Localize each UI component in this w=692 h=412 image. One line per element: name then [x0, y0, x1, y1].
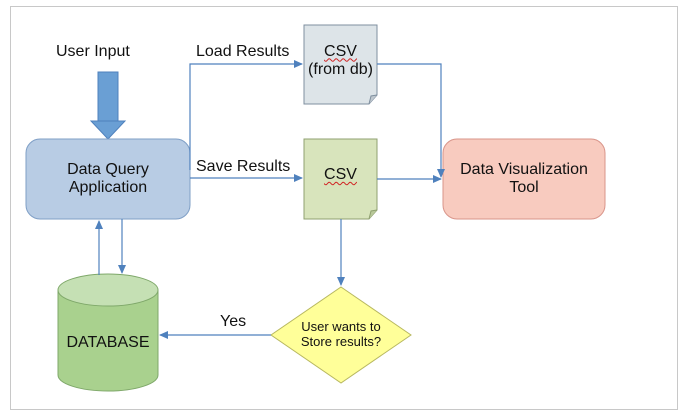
database-label: DATABASE [66, 333, 150, 351]
database-cylinder [57, 273, 159, 392]
user-input-arrow [89, 71, 127, 140]
diagram-frame [10, 6, 678, 410]
decision-line2: Store results? [300, 334, 382, 349]
csv-save-line1: CSV [324, 165, 357, 183]
data-visualization-tool-line1: Data Visualization [460, 160, 588, 178]
decision-text: User wants to Store results? [281, 315, 401, 355]
load-results-label: Load Results [196, 43, 290, 60]
data-visualization-tool-box [442, 138, 606, 220]
connectors [95, 60, 445, 339]
save-results-label: Save Results [196, 158, 291, 175]
decision-line1: User wants to [301, 319, 381, 335]
data-query-application-text: Data Query Application [26, 139, 190, 219]
csv-db-to-viz-arrow [377, 63, 445, 178]
data-query-application-box [25, 138, 191, 220]
decision-diamond [270, 286, 412, 384]
csv-from-db-line1: CSV [324, 42, 357, 60]
data-visualization-tool-text: Data Visualization Tool [443, 139, 605, 219]
data-visualization-tool-line2: Tool [509, 179, 539, 196]
csv-from-db-text: CSV (from db) [304, 36, 377, 86]
load-results-arrow [189, 60, 303, 170]
data-query-application-line1: Data Query [67, 160, 149, 178]
csv-save-text: CSV [304, 155, 377, 195]
data-query-application-line2: Application [68, 179, 148, 196]
csv-from-db-line2: (from db) [308, 61, 373, 78]
yes-label: Yes [220, 313, 247, 330]
user-input-label: User Input [56, 43, 130, 60]
